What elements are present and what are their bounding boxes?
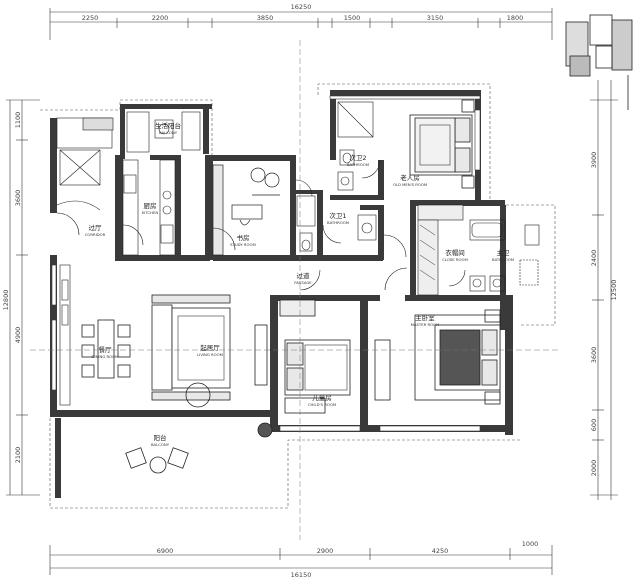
label-balcony-service-en: BALCONY xyxy=(159,130,178,135)
study-furniture xyxy=(212,164,280,256)
label-dining-en: DINING ROOM xyxy=(92,354,119,359)
label-child: 儿童房 xyxy=(312,393,332,402)
label-mainbath: 主卫 xyxy=(497,248,511,257)
label-passage: 过道 xyxy=(297,271,311,280)
label-dining: 餐厅 xyxy=(99,345,113,354)
top-dim-6: 1800 xyxy=(507,14,524,22)
label-living-en: LIVING ROOM xyxy=(197,352,223,357)
label-passage-en: PASSAGE xyxy=(294,280,312,285)
bottom-dim-2: 2900 xyxy=(317,547,334,555)
door-swings xyxy=(56,159,466,291)
label-kitchen: 厨房 xyxy=(144,201,157,210)
master-bath-fixtures xyxy=(469,219,540,292)
right-dim-3: 3600 xyxy=(590,347,598,364)
top-dim-2: 2200 xyxy=(152,14,169,22)
label-closet-en: CLOSE ROOM xyxy=(442,257,468,262)
left-dimensions xyxy=(6,99,40,496)
label-kitchen-en: KITCHEN xyxy=(142,210,159,215)
label-balcony: 阳台 xyxy=(154,433,167,442)
label-study: 书房 xyxy=(237,233,250,242)
left-total-dim: 12800 xyxy=(2,290,10,311)
dining-table xyxy=(81,319,131,379)
windows xyxy=(51,95,481,432)
closet-shelving xyxy=(417,204,464,296)
left-dim-3: 4900 xyxy=(14,327,22,344)
label-bath1-en: BATHROOM xyxy=(327,220,349,225)
balcony-furniture xyxy=(125,422,273,474)
elder-room-bed xyxy=(409,99,475,189)
bottom-dim-3: 4250 xyxy=(432,547,449,555)
master-room-bed xyxy=(414,309,501,405)
top-total-dim: 16250 xyxy=(291,3,312,11)
bottom-total-dim: 16150 xyxy=(291,571,312,579)
entry-cabinets xyxy=(56,117,114,211)
dining-sideboard xyxy=(59,264,71,406)
label-study-en: STUDY ROOM xyxy=(230,242,256,247)
key-plan-thumbnail xyxy=(565,14,633,110)
left-dim-1: 1100 xyxy=(14,112,22,129)
living-sofa xyxy=(151,294,268,408)
label-bath2-en: BATHROOM xyxy=(347,162,369,167)
top-dim-3: 3850 xyxy=(257,14,274,22)
top-dim-4: 1500 xyxy=(344,14,361,22)
label-bath2: 次卫2 xyxy=(349,153,366,162)
right-dim-5: 2000 xyxy=(590,460,598,477)
label-balcony-en: BALCONY xyxy=(151,442,170,447)
bottom-dim-1: 6900 xyxy=(157,547,174,555)
label-child-en: CHILD'S ROOM xyxy=(308,402,336,407)
right-dim-2: 2400 xyxy=(590,250,598,267)
label-corridor-en: CORRIDOR xyxy=(85,232,106,237)
right-total-dim: 12500 xyxy=(610,280,618,301)
label-master-en: MASTER ROOM xyxy=(411,322,440,327)
child-room-bed xyxy=(279,299,391,414)
label-living: 起居厅 xyxy=(200,344,220,352)
label-corridor: 过厅 xyxy=(89,223,103,232)
bottom-dimensions xyxy=(49,545,553,575)
right-dim-1: 3900 xyxy=(590,152,598,169)
exterior-outline xyxy=(40,83,556,509)
right-dim-4: 600 xyxy=(590,419,598,431)
bottom-dim-extra: 1000 xyxy=(522,540,539,548)
left-dim-2: 3600 xyxy=(14,190,22,207)
bath2-fixtures xyxy=(337,101,374,191)
label-master: 主卧室 xyxy=(415,313,435,322)
top-dim-5: 3150 xyxy=(427,14,444,22)
top-dim-1: 2250 xyxy=(82,14,99,22)
service-balcony-fixtures xyxy=(126,111,201,153)
label-mainbath-en: BATHROOM xyxy=(492,257,514,262)
label-elder-en: OLD MEN'S ROOM xyxy=(393,182,427,187)
label-closet: 衣帽间 xyxy=(445,248,465,257)
kitchen-fixtures xyxy=(122,159,176,256)
label-balcony-service: 生活阳台 xyxy=(155,121,181,130)
left-dim-4: 2100 xyxy=(14,447,22,464)
axis-lines xyxy=(30,40,560,540)
top-dimensions xyxy=(49,8,553,40)
label-bath1: 次卫1 xyxy=(329,211,346,220)
label-elder: 老人房 xyxy=(400,173,420,182)
right-dimensions xyxy=(590,80,618,500)
